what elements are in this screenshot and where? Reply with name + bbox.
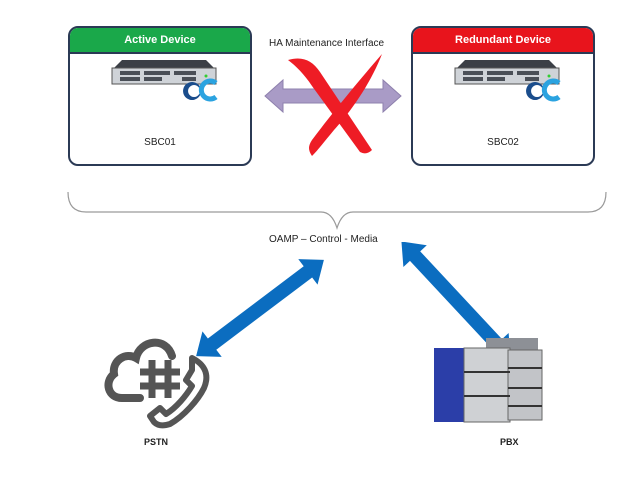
sbc-appliance-icon — [454, 60, 561, 102]
link-down-cross-icon — [288, 54, 382, 156]
pstn-link-arrow — [196, 259, 324, 357]
cloud-phone-icon — [104, 338, 210, 429]
redundant-device-header: Redundant Device — [413, 28, 593, 54]
active-device-name: SBC01 — [144, 137, 176, 148]
redundant-device-box: Redundant Device SBC02 — [411, 26, 595, 166]
group-brace — [67, 191, 607, 230]
bus-label: OAMP – Control - Media — [269, 234, 378, 245]
server-cabinet-icon — [434, 338, 543, 423]
active-device-box: Active Device SBC01 — [68, 26, 252, 166]
pstn-label: PSTN — [144, 437, 169, 447]
active-device-header: Active Device — [70, 28, 250, 54]
pbx-link-arrow — [401, 242, 511, 359]
sbc-appliance-icon — [111, 60, 218, 102]
ha-interface-label: HA Maintenance Interface — [269, 38, 385, 49]
pbx-label: PBX — [500, 437, 519, 447]
redundant-device-name: SBC02 — [487, 137, 519, 148]
